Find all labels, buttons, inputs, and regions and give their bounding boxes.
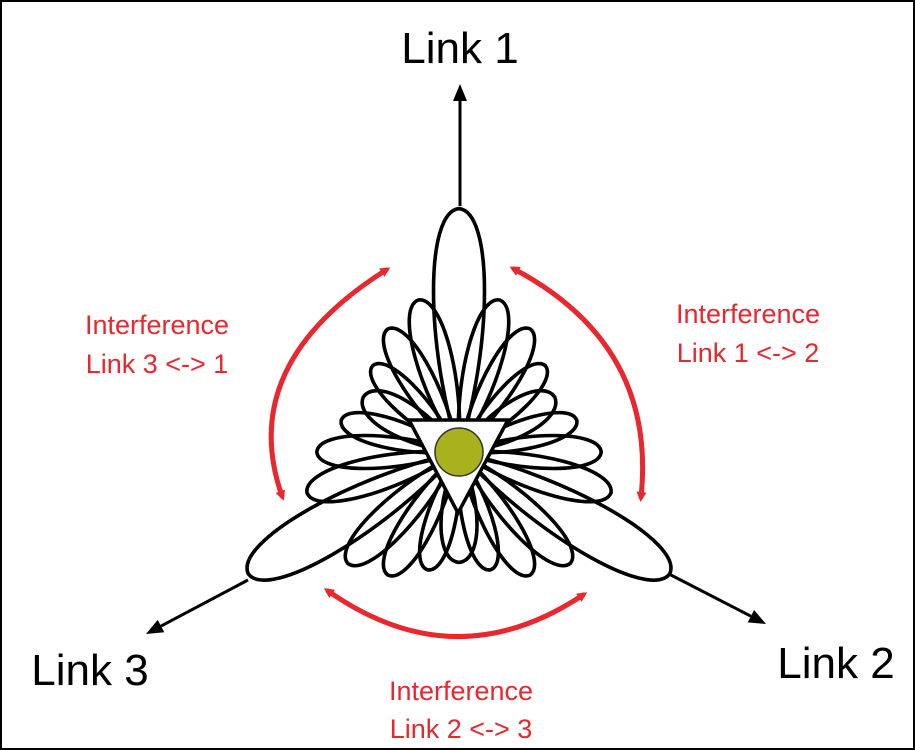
side-lobe xyxy=(343,450,461,568)
interference-3-1-title: Interference xyxy=(85,310,229,340)
interference-1-2-title: Interference xyxy=(676,299,820,329)
link-1-label: Link 1 xyxy=(401,24,518,73)
link-2-arrow xyxy=(668,572,752,618)
interference-2-3-title: Interference xyxy=(389,676,533,706)
interference-arc-1-2 xyxy=(509,266,647,502)
radiation-pattern xyxy=(245,206,673,582)
link-3-arrow xyxy=(160,578,249,628)
antenna-node-icon xyxy=(434,427,484,477)
interference-arcs xyxy=(268,266,647,639)
interference-1-2-links: Link 1 <-> 2 xyxy=(677,338,820,368)
interference-arc-2-3 xyxy=(323,588,588,639)
side-lobe xyxy=(439,450,479,565)
link-direction-arrows xyxy=(146,84,766,634)
side-lobe xyxy=(407,298,462,454)
link-2-arrow-head xyxy=(747,610,766,624)
interference-arc-3-1 xyxy=(268,267,391,501)
side-lobe xyxy=(381,450,461,578)
link-1-arrow-head xyxy=(453,84,467,101)
side-lobe xyxy=(456,298,511,454)
main-lobe xyxy=(431,206,487,454)
interference-2-3-links: Link 2 <-> 3 xyxy=(390,714,533,744)
interference-3-1-links: Link 3 <-> 1 xyxy=(86,349,229,379)
link-2-label: Link 2 xyxy=(777,639,894,688)
link-3-arrow-head xyxy=(146,619,165,634)
link-3-label: Link 3 xyxy=(31,646,148,695)
